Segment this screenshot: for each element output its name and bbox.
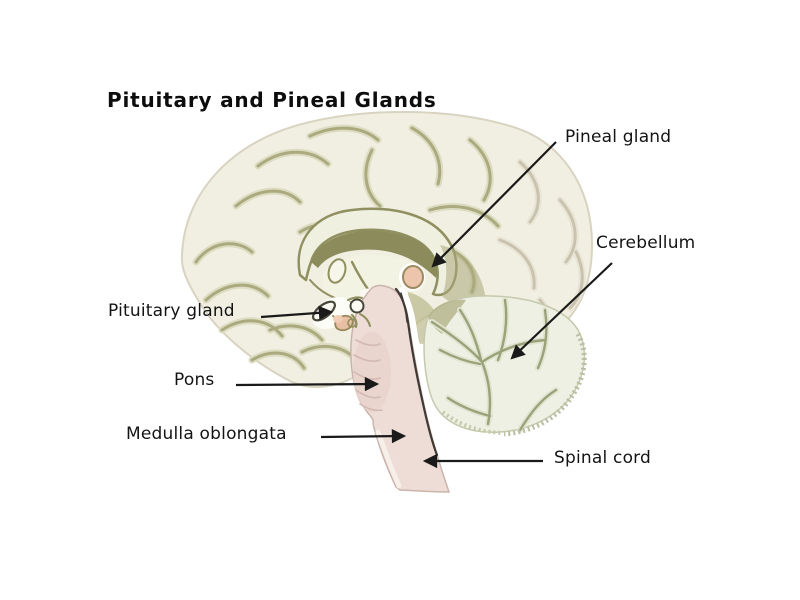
label-pituitary-gland: Pituitary gland (108, 301, 235, 321)
splenium-shade (440, 245, 486, 305)
label-cerebellum: Cerebellum (596, 233, 696, 253)
lateral-ventricle-shape (311, 230, 438, 278)
cerebellum-folia-fringe-2 (441, 410, 503, 435)
cerebellum-arrow (510, 262, 613, 360)
pineal-gland-shape (402, 265, 424, 289)
medulla-oblongata-arrow (320, 428, 407, 444)
fourth-ventricle-gap (399, 287, 446, 461)
pons-arrow (235, 376, 380, 392)
cerebellum-folia-fringe (503, 332, 587, 437)
pineal-gland-arrow (431, 141, 557, 268)
diagram-title: Pituitary and Pineal Glands (107, 88, 437, 112)
spinal-cord-highlight (375, 429, 402, 489)
mammillary-body-shape (349, 298, 365, 314)
pons-shape (353, 332, 391, 412)
aqueduct-line (400, 292, 408, 323)
label-pineal-gland: Pineal gland (565, 127, 672, 147)
label-medulla-oblongata: Medulla oblongata (126, 424, 287, 444)
pituitary-gland-arrow (260, 305, 334, 320)
label-pons: Pons (174, 370, 215, 390)
label-spinal-cord: Spinal cord (554, 448, 652, 468)
pituitary-anterior-lobe (333, 315, 343, 323)
rostrum-shape (327, 258, 347, 284)
corpus-callosum-shape (297, 207, 458, 297)
hypothalamic-nucleus-circle (347, 318, 357, 328)
